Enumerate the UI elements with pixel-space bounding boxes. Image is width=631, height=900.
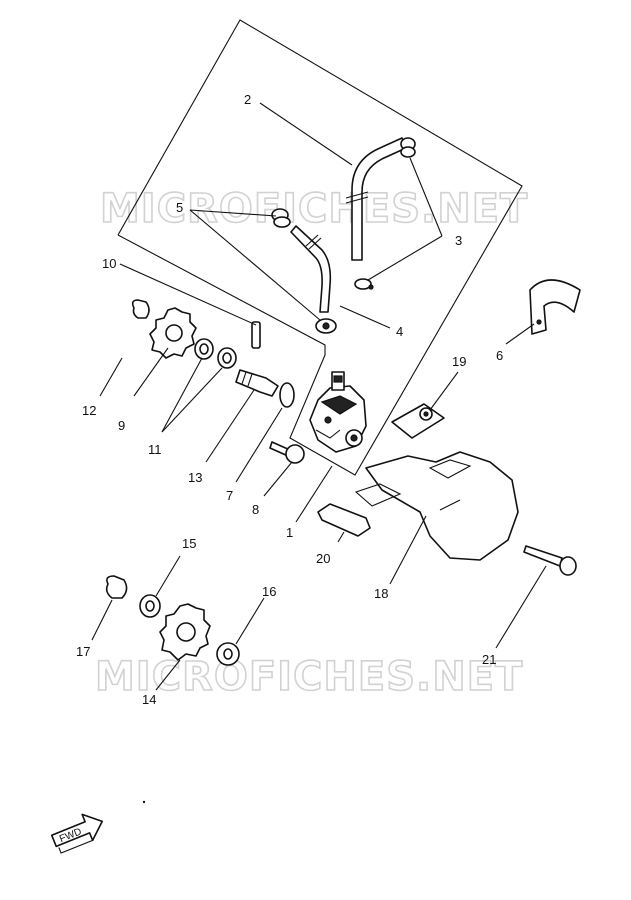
- callout-18: 18: [374, 586, 388, 601]
- callout-10: 10: [102, 256, 116, 271]
- callout-21: 21: [482, 652, 496, 667]
- fwd-label: FWD: [58, 826, 83, 845]
- callout-20: 20: [316, 551, 330, 566]
- callout-labels: 2 3 5 4 10 12 9 11 13 7 8 1 6 19 20 18 2…: [76, 92, 503, 707]
- part-6-bracket: [529, 279, 581, 335]
- assembly-frame: [117, 19, 523, 476]
- callout-15: 15: [182, 536, 196, 551]
- part-17-clip: [105, 575, 128, 599]
- callout-13: 13: [188, 470, 202, 485]
- part-4-hose: [290, 225, 337, 334]
- part-16-washer: [216, 642, 240, 666]
- part-15-washer: [139, 594, 161, 618]
- part-13-shaft: [235, 369, 279, 397]
- part-18-cover: [365, 451, 519, 561]
- callout-17: 17: [76, 644, 90, 659]
- stray-dot: [142, 800, 146, 804]
- leader-lines: [91, 102, 547, 691]
- fwd-arrow-icon: FWD: [50, 813, 104, 854]
- watermark-bottom: MICROFICHES.NET: [95, 654, 523, 700]
- part-8-bolt: [269, 441, 305, 464]
- watermark-top: MICROFICHES.NET: [100, 186, 528, 232]
- part-5-clamp: [271, 208, 291, 228]
- callout-4: 4: [396, 324, 403, 339]
- part-19-plate: [391, 403, 445, 439]
- part-1-oil-pump: [309, 371, 367, 453]
- callout-11: 11: [148, 442, 162, 457]
- callout-1: 1: [286, 525, 293, 540]
- part-14-gear: [159, 603, 211, 661]
- callout-19: 19: [452, 354, 466, 369]
- callout-8: 8: [252, 502, 259, 517]
- part-7-o-ring: [279, 382, 295, 408]
- callout-16: 16: [262, 584, 276, 599]
- part-11-washers: [194, 338, 237, 369]
- callout-2: 2: [244, 92, 251, 107]
- part-20-pad: [317, 483, 402, 537]
- part-3-clamp-lower: [354, 278, 374, 290]
- callout-12: 12: [82, 403, 96, 418]
- callout-5: 5: [176, 200, 183, 215]
- part-12-clip: [131, 299, 150, 319]
- callout-6: 6: [496, 348, 503, 363]
- callout-14: 14: [142, 692, 156, 707]
- part-21-bolt: [523, 545, 577, 576]
- callout-3: 3: [455, 233, 462, 248]
- part-10-pin: [251, 321, 261, 349]
- part-9-gear: [149, 307, 197, 359]
- callout-9: 9: [118, 418, 125, 433]
- part-3-clamp-upper: [400, 137, 416, 158]
- callout-7: 7: [226, 488, 233, 503]
